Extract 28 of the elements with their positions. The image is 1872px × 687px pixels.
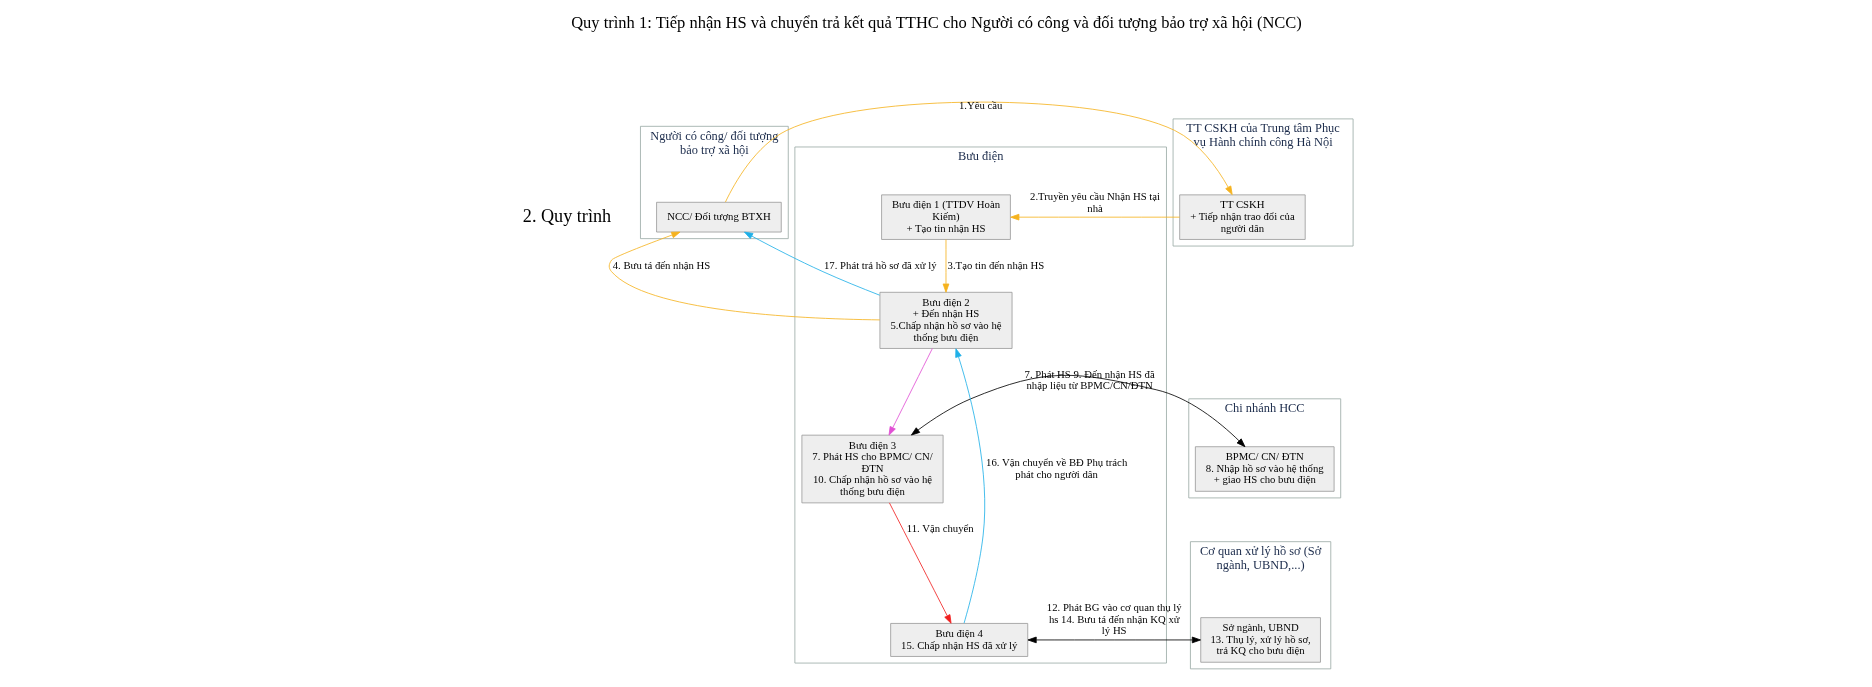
edge-label: 11. Vận chuyển <box>906 522 974 535</box>
label: 2. Quy trình <box>522 205 611 226</box>
edge-label: 17. Phát trả hồ sơ đã xử lý <box>823 258 937 271</box>
node-box: NCC/ Đối tượng BTXH <box>655 201 782 233</box>
node-box: Bưu điện 1 (TTDV Hoàn Kiếm) + Tạo tin nhận HS <box>880 194 1011 240</box>
arrow <box>888 502 951 624</box>
arrow <box>888 348 933 436</box>
node-box: Sở ngành, UBND 13. Thụ lý, xử lý hồ sơ, trả KQ cho bưu điện <box>1199 617 1321 663</box>
edge-label: 2.Truyền yêu cầu Nhận HS tại nhà <box>1029 190 1160 214</box>
edge-label: 3.Tạo tin đến nhận HS <box>947 258 1044 271</box>
node-box: BPMC/ CN/ ĐTN 8. Nhập hồ sơ vào hệ thống + giao HS cho bưu điện <box>1194 446 1334 492</box>
node-box: Bưu điện 4 15. Chấp nhận HS đã xử lý <box>889 623 1028 657</box>
arrow <box>1027 636 1201 644</box>
node-box: Bưu điện 3 7. Phát HS cho BPMC/ CN/ ĐTN 10. Chấp nhận hồ sơ vào hệ thống bưu điện <box>801 434 944 504</box>
arrow <box>1009 213 1180 221</box>
node-box: Bưu điện 2 + Đến nhận HS 5.Chấp nhận hồ sơ vào hệ thống bưu điện <box>879 291 1012 349</box>
arrow <box>910 374 1245 448</box>
arrow <box>954 348 985 624</box>
edge-label: 12. Phát BG vào cơ quan thụ lý hs 14. Bưu tá đến nhận KQ xử lý HS <box>1046 601 1182 637</box>
diagram-title: Quy trình 1: Tiếp nhận HS và chuyển trả kết quả TTHC cho Người có công và đối tượng bảo trợ xã hội (NCC) <box>570 13 1302 33</box>
node-box: TT CSKH + Tiếp nhận trao đổi của người dân <box>1178 194 1306 240</box>
edge-label: 1.Yêu cầu <box>958 99 1002 112</box>
arrow <box>608 231 880 321</box>
arrow <box>942 239 949 293</box>
arrow <box>724 101 1233 203</box>
edge-label: 16. Vận chuyển về BĐ Phụ trách phát cho người dân <box>985 456 1127 480</box>
edge-label: 4. Bưu tá đến nhận HS <box>612 258 710 271</box>
arrow <box>743 231 880 296</box>
